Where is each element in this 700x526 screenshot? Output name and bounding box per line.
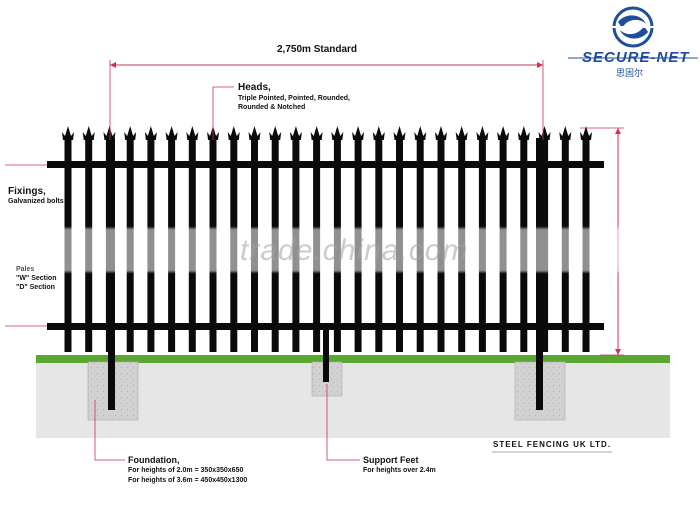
support-sub: For heights over 2.4m bbox=[363, 467, 436, 474]
bottom-rail bbox=[47, 323, 604, 330]
grass-line bbox=[36, 355, 670, 363]
post-middle bbox=[323, 330, 329, 382]
foundation-line1: For heights of 2.0m = 350x350x650 bbox=[128, 467, 244, 474]
globe-icon bbox=[607, 6, 659, 48]
support-leader bbox=[326, 384, 360, 461]
fixings-title: Fixings, bbox=[8, 186, 46, 197]
heads-leader bbox=[212, 86, 234, 140]
post-left bbox=[108, 138, 115, 410]
post-right bbox=[536, 138, 543, 410]
company-name: STEEL FENCING UK LTD. bbox=[493, 440, 612, 449]
top-rail bbox=[47, 161, 604, 168]
watermark-band bbox=[0, 228, 700, 272]
foundation-leader bbox=[94, 400, 125, 461]
rails-partial: Pales bbox=[16, 266, 35, 273]
heads-title: Heads, bbox=[238, 82, 271, 93]
foundation-title: Foundation, bbox=[128, 455, 180, 465]
width-label: 2,750m Standard bbox=[277, 44, 358, 55]
fixings-sub: Galvanized bolts bbox=[8, 198, 64, 205]
rails-w-section: "W" Section bbox=[16, 275, 57, 282]
watermark-text: trade.china.com bbox=[240, 234, 469, 267]
logo-chinese: 思固尔 bbox=[616, 68, 644, 78]
support-title: Support Feet bbox=[363, 455, 419, 465]
logo-name: SECURE-NET bbox=[582, 49, 690, 66]
rails-d-section: "D" Section bbox=[16, 284, 55, 291]
heads-line1: Triple Pointed, Pointed, Rounded, bbox=[238, 95, 350, 102]
heads-line2: Rounded & Notched bbox=[238, 104, 306, 111]
foundation-line2: For heights of 3.6m = 450x450x1300 bbox=[128, 477, 248, 484]
